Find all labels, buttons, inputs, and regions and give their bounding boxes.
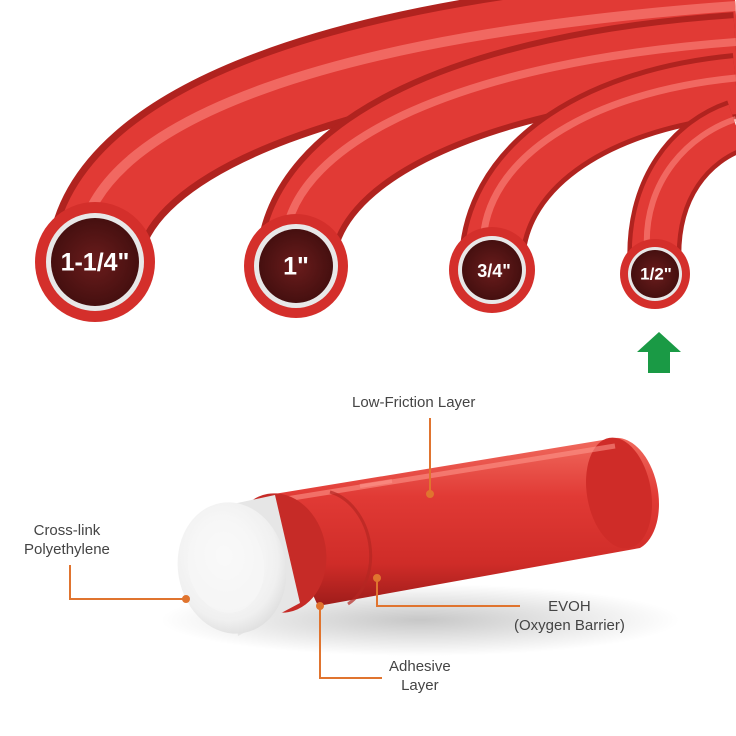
label-adhesive-line1: Adhesive [389,658,451,675]
label-evoh: EVOH (Oxygen Barrier) [514,597,625,635]
label-cross-link-line1: Cross-link [33,522,101,539]
label-low-friction-layer: Low-Friction Layer [352,394,476,411]
size-label-3-4: 3/4" [477,261,511,281]
pipe-end-1 [244,214,348,318]
size-label-1-2: 1/2" [640,264,672,283]
pipe-end-3-4 [449,227,535,313]
label-adhesive-line2: Layer [401,677,439,694]
up-arrow-icon [637,332,681,373]
pipe-end-1-2 [620,239,690,309]
leader-lines [69,418,520,679]
leader-adhesive [319,606,382,679]
label-adhesive-layer: Adhesive Layer [389,657,451,695]
pipe-cylinder [177,437,659,636]
leader-cross-link [69,565,186,600]
leader-evoh [376,578,520,607]
label-cross-link-line2: Polyethylene [24,541,110,558]
label-evoh-line2: (Oxygen Barrier) [514,617,625,634]
label-cross-link-polyethylene: Cross-link Polyethylene [24,521,110,559]
pipe-end-1-1-4 [35,202,155,322]
label-evoh-line1: EVOH [548,598,591,615]
size-label-1: 1" [283,253,309,281]
size-label-1-1-4: 1-1/4" [61,249,130,277]
